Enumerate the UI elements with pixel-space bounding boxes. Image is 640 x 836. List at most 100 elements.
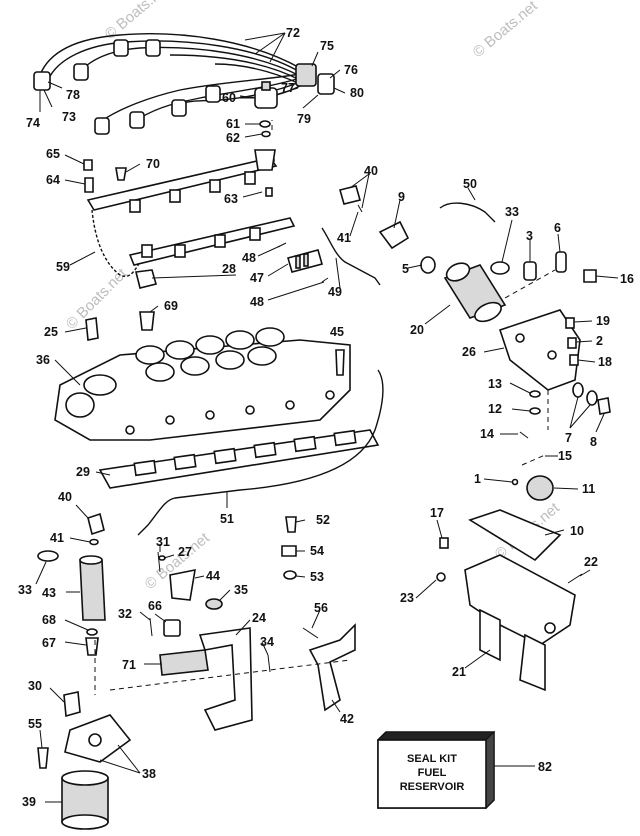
fuel-line-50 (439, 202, 496, 223)
sensor-28 (135, 269, 157, 289)
o-ring-68 (86, 628, 98, 636)
screw-22 (567, 573, 583, 584)
leader-lines (35, 32, 619, 803)
connector-40 (339, 185, 361, 205)
bracket-9 (378, 220, 410, 250)
callout-27: 27 (178, 545, 192, 559)
callout-8: 8 (590, 435, 597, 449)
bracket-42 (308, 623, 356, 712)
o-ring-13 (529, 390, 541, 398)
seal-kit-line1: SEAL KIT (407, 753, 457, 765)
watermark: © Boats.net (102, 0, 174, 43)
callout-32: 32 (118, 607, 132, 621)
callout-74: 74 (26, 116, 40, 130)
bracket-24 (198, 627, 253, 731)
watermark: © Boats.net (470, 0, 542, 61)
fuel-filter-39 (61, 770, 109, 830)
screw-32 (149, 617, 153, 637)
screw-2 (567, 337, 577, 349)
pressure-regulator-60 (254, 81, 278, 109)
callout-80: 80 (350, 86, 364, 100)
callout-70: 70 (146, 157, 160, 171)
bolt-45 (335, 349, 345, 376)
o-ring-7b (586, 390, 598, 406)
seal-12 (529, 407, 541, 415)
relay-66 (163, 619, 181, 637)
callout-77: 77 (281, 81, 295, 95)
electric-fuel-pump-20 (443, 262, 507, 323)
callout-22: 22 (584, 555, 598, 569)
fitting-67 (85, 637, 99, 656)
callout-56: 56 (314, 601, 328, 615)
screw-31 (157, 551, 161, 573)
callout-54: 54 (310, 544, 324, 558)
assembly-line (109, 659, 351, 691)
callout-30: 30 (28, 679, 42, 693)
callout-1: 1 (474, 472, 481, 486)
callout-11: 11 (582, 482, 595, 496)
callout-62: 62 (226, 131, 240, 145)
intake-manifold-36 (54, 327, 351, 441)
callout-64: 64 (46, 173, 60, 187)
callout-labels: 72 75 76 77 60 80 79 78 74 73 61 62 65 7… (18, 26, 634, 809)
callout-23: 23 (400, 591, 414, 605)
fuel-injector-47 (287, 249, 323, 273)
callout-59: 59 (56, 260, 70, 274)
callout-72: 72 (286, 26, 300, 40)
callout-35: 35 (234, 583, 248, 597)
callout-29: 29 (76, 465, 90, 479)
callout-25: 25 (44, 325, 58, 339)
callout-71: 71 (122, 658, 136, 672)
callout-3: 3 (526, 229, 533, 243)
o-ring-7a (572, 382, 584, 398)
clamp-33b (37, 550, 59, 562)
grommet-35 (205, 598, 223, 610)
screw-17 (439, 537, 449, 549)
pump-bracket-26 (498, 309, 581, 391)
clip-54 (281, 545, 297, 557)
callout-28: 28 (222, 262, 236, 276)
bracket-44 (169, 568, 196, 601)
screw-23 (436, 572, 446, 582)
callout-44: 44 (206, 569, 220, 583)
callout-41b: 41 (50, 531, 64, 545)
callout-41: 41 (337, 231, 351, 245)
callout-19: 19 (596, 314, 610, 328)
callout-31: 31 (156, 535, 170, 549)
braided-fuel-line-59 (91, 209, 141, 277)
callout-49: 49 (328, 285, 342, 299)
spring-15 (521, 454, 546, 466)
filter-mount-38 (64, 714, 132, 763)
assembly-line (504, 269, 556, 299)
callout-26: 26 (462, 345, 476, 359)
seal-kit-line2: FUEL (418, 767, 447, 779)
callout-33: 33 (505, 205, 519, 219)
clamp-33 (490, 261, 510, 275)
callout-45: 45 (330, 325, 344, 339)
callout-48: 48 (242, 251, 256, 265)
callout-67: 67 (42, 636, 56, 650)
screw-19 (565, 317, 575, 329)
fuel-rail-assembly (83, 149, 296, 266)
screw-55 (37, 747, 49, 769)
screw-34 (267, 654, 271, 673)
callout-9: 9 (398, 190, 405, 204)
callout-21: 21 (452, 665, 466, 679)
fuse-block-71 (159, 649, 209, 676)
ball-1 (511, 478, 519, 486)
callout-6: 6 (554, 221, 561, 235)
gasket-10 (468, 509, 562, 562)
callout-17: 17 (430, 506, 444, 520)
callout-13: 13 (488, 377, 502, 391)
callout-63: 63 (224, 192, 238, 206)
seal-kit-line3: RESERVOIR (400, 781, 465, 793)
callout-50: 50 (463, 177, 477, 191)
callout-65: 65 (46, 147, 60, 161)
callout-39: 39 (22, 795, 36, 809)
callout-20: 20 (410, 323, 424, 337)
callout-82: 82 (538, 760, 552, 774)
callout-24: 24 (252, 611, 266, 625)
callout-42: 42 (340, 712, 354, 726)
float-11 (526, 475, 554, 501)
